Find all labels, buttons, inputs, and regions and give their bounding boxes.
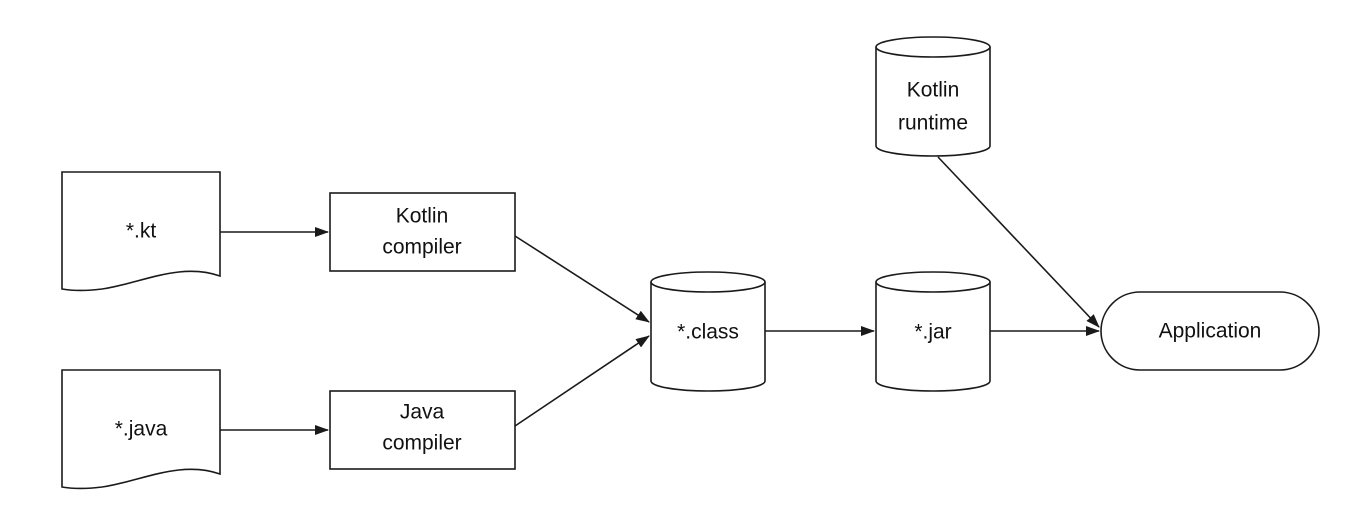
- java-compiler-label-line1: Java: [400, 401, 445, 424]
- application-node: Application: [1100, 291, 1320, 371]
- kotlin-compiler-label-line1: Kotlin: [396, 205, 449, 228]
- class-files-store: *.class: [650, 271, 766, 392]
- java-compiler: Java compiler: [329, 390, 516, 470]
- process-box: [329, 192, 516, 272]
- document-shape: [61, 171, 221, 292]
- kt-file-label: *.kt: [126, 220, 157, 243]
- kt-source-file: *.kt: [61, 171, 221, 292]
- cylinder-body: [875, 47, 991, 157]
- java-file-label: *.java: [115, 418, 168, 441]
- kotlin-runtime-label-line1: Kotlin: [907, 79, 960, 102]
- edge-java-compiler-to-class: [514, 335, 650, 427]
- cylinder-body: [875, 282, 991, 392]
- document-shape: [61, 369, 221, 490]
- terminator-shape: [1100, 291, 1320, 371]
- cylinder-top: [875, 271, 991, 293]
- jar-file-store: *.jar: [875, 271, 991, 392]
- kotlin-compiler-label-line2: compiler: [382, 236, 461, 259]
- edge-kotlin-compiler-to-class: [514, 235, 650, 323]
- kotlin-runtime-label-line2: runtime: [898, 112, 968, 135]
- jar-store-label: *.jar: [914, 321, 951, 344]
- edge-runtime-to-application: [937, 156, 1100, 328]
- cylinder-top: [875, 36, 991, 58]
- cylinder-body: [650, 282, 766, 392]
- application-label: Application: [1159, 320, 1262, 343]
- java-source-file: *.java: [61, 369, 221, 490]
- class-store-label: *.class: [677, 321, 739, 344]
- process-box: [329, 390, 516, 470]
- kotlin-compiler: Kotlin compiler: [329, 192, 516, 272]
- edges: [220, 156, 1100, 435]
- java-compiler-label-line2: compiler: [382, 432, 461, 455]
- cylinder-top: [650, 271, 766, 293]
- kotlin-runtime-store: Kotlin runtime: [875, 36, 991, 157]
